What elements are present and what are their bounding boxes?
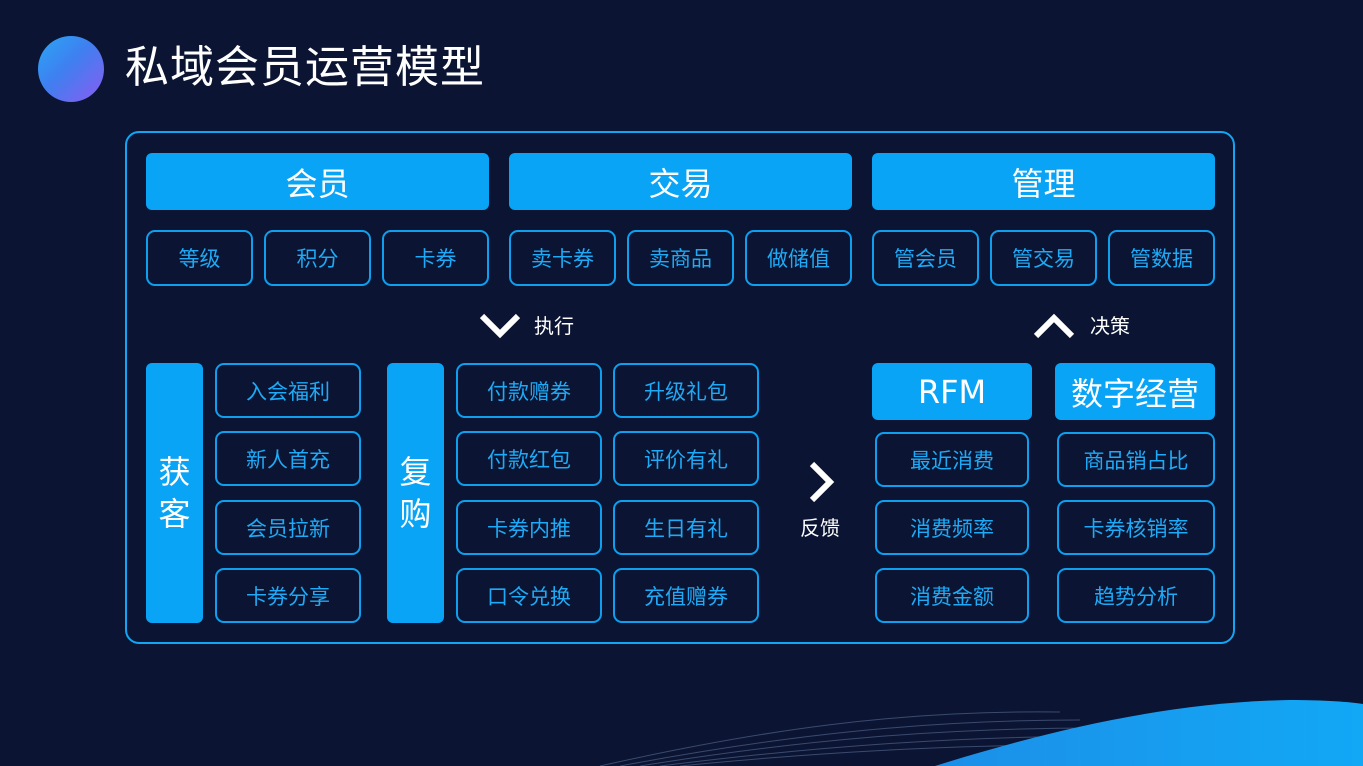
flow-decide-label: 决策 <box>1090 314 1130 338</box>
acquire-item: 卡券分享 <box>215 568 361 623</box>
pill-manage-data: 管数据 <box>1108 230 1215 286</box>
decorative-wave <box>599 700 1363 766</box>
chevron-up-icon <box>1033 313 1075 339</box>
repurchase-item: 卡券内推 <box>456 500 602 555</box>
acquire-item: 新人首充 <box>215 431 361 486</box>
pill-stored-value: 做储值 <box>745 230 852 286</box>
repurchase-item: 升级礼包 <box>613 363 759 418</box>
acquire-label-line2: 客 <box>158 495 191 533</box>
pill-manage-members: 管会员 <box>872 230 979 286</box>
acquire-item: 会员拉新 <box>215 500 361 555</box>
section-header-member: 会员 <box>146 153 489 210</box>
digital-item: 卡券核销率 <box>1057 500 1215 555</box>
repurchase-item: 付款红包 <box>456 431 602 486</box>
repurchase-item: 生日有礼 <box>613 500 759 555</box>
rfm-item: 消费金额 <box>875 568 1029 623</box>
chevron-right-icon <box>809 461 835 503</box>
repurchase-label-line2: 购 <box>399 495 432 533</box>
digital-item: 趋势分析 <box>1057 568 1215 623</box>
repurchase-item: 付款赠券 <box>456 363 602 418</box>
pill-manage-trades: 管交易 <box>990 230 1097 286</box>
pill-member-points: 积分 <box>264 230 371 286</box>
acquire-label-line1: 获 <box>158 453 191 491</box>
repurchase-item: 口令兑换 <box>456 568 602 623</box>
pill-sell-goods: 卖商品 <box>627 230 734 286</box>
repurchase-item: 充值赠券 <box>613 568 759 623</box>
flow-feedback-label: 反馈 <box>800 516 840 540</box>
model-frame <box>125 131 1235 644</box>
acquire-bar: 获 客 <box>146 363 203 623</box>
pill-member-coupons: 卡券 <box>382 230 489 286</box>
pill-member-level: 等级 <box>146 230 253 286</box>
acquire-item: 入会福利 <box>215 363 361 418</box>
rfm-header: RFM <box>872 363 1032 420</box>
digital-header: 数字经营 <box>1055 363 1215 420</box>
section-header-manage: 管理 <box>872 153 1215 210</box>
section-header-trade: 交易 <box>509 153 852 210</box>
repurchase-label-line1: 复 <box>399 453 432 491</box>
rfm-item: 消费频率 <box>875 500 1029 555</box>
repurchase-item: 评价有礼 <box>613 431 759 486</box>
logo-circle <box>38 36 104 102</box>
pill-sell-coupons: 卖卡券 <box>509 230 616 286</box>
page-title: 私域会员运营模型 <box>125 42 485 93</box>
repurchase-bar: 复 购 <box>387 363 444 623</box>
flow-execute-label: 执行 <box>534 314 574 338</box>
rfm-item: 最近消费 <box>875 432 1029 487</box>
digital-item: 商品销占比 <box>1057 432 1215 487</box>
chevron-down-icon <box>479 313 521 339</box>
